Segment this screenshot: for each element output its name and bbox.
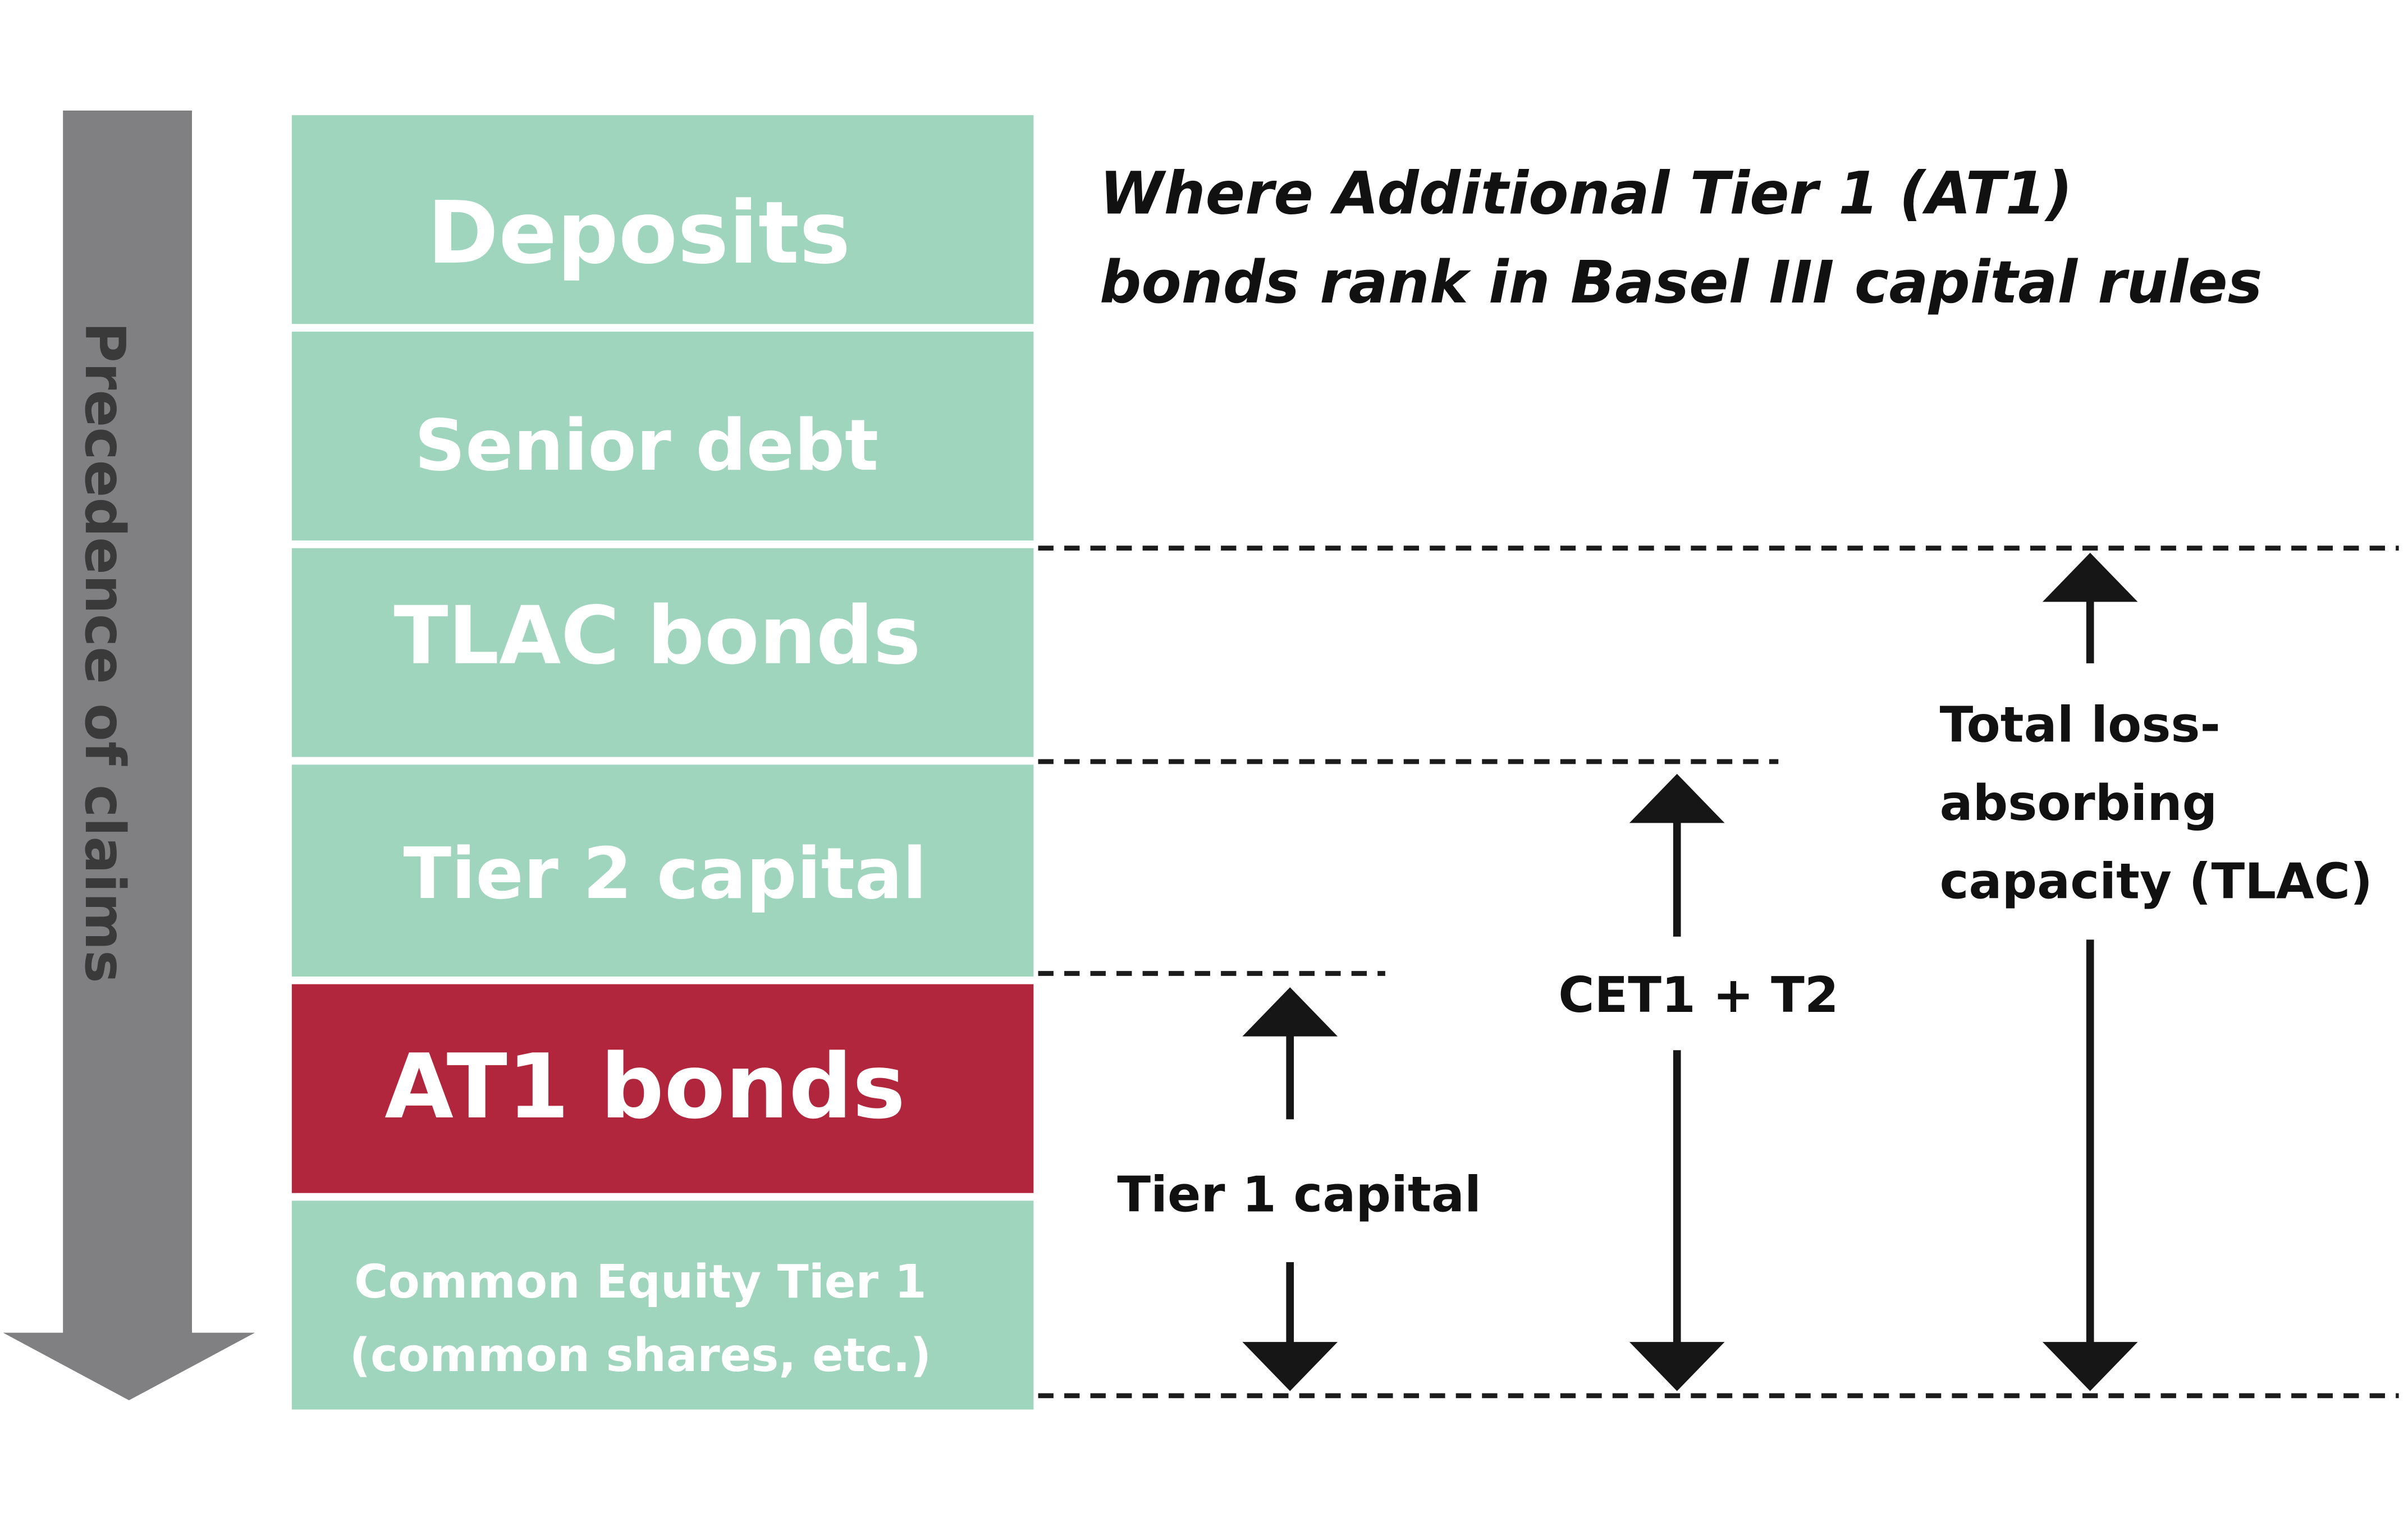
tier-cet1 <box>291 1200 1034 1410</box>
cet1-t2-up-arrowhead <box>1629 773 1725 823</box>
precedence-arrow-shaft <box>63 110 193 1336</box>
tier1-measure: Tier 1 capital <box>1117 987 1481 1391</box>
reference-lines <box>1038 546 2399 1399</box>
tier-deposits <box>291 115 1034 324</box>
tlac-label-line1: Total loss- <box>1940 696 2221 753</box>
tlac-label-line2: absorbing <box>1940 774 2218 832</box>
title-line-1: Where Additional Tier 1 (AT1) <box>1100 159 2072 227</box>
tlac-label-line3: capacity (TLAC) <box>1940 853 2373 910</box>
tier-deposits-label: Deposits <box>427 184 850 283</box>
tier-cet1-label-line1: Common Equity Tier 1 <box>354 1255 927 1309</box>
tier1-up-arrowhead <box>1242 987 1338 1037</box>
tier-tlac-bonds <box>291 548 1034 757</box>
diagram-title: Where Additional Tier 1 (AT1) bonds rank… <box>1100 159 2263 317</box>
capital-stack: Deposits Senior debt TLAC bonds Tier 2 c… <box>291 115 1034 1410</box>
precedence-arrow: Precedence of claims <box>3 110 255 1401</box>
tier-cet1-label-line2: (common shares, etc.) <box>350 1329 932 1382</box>
tlac-up-arrowhead <box>2042 552 2138 602</box>
tier-at1-bonds-label: AT1 bonds <box>384 1035 905 1139</box>
cet1-t2-down-arrowhead <box>1629 1342 1725 1391</box>
tier1-down-arrowhead <box>1242 1342 1338 1391</box>
tlac-measure: Total loss- absorbing capacity (TLAC) <box>1940 552 2373 1391</box>
tier-tier2-capital-label: Tier 2 capital <box>403 832 927 915</box>
tier-senior-debt-label: Senior debt <box>414 404 878 487</box>
title-line-2: bonds rank in Basel III capital rules <box>1100 249 2263 317</box>
tlac-down-arrowhead <box>2042 1342 2138 1391</box>
tier-tier2-capital <box>291 764 1034 977</box>
tier-senior-debt <box>291 331 1034 541</box>
precedence-arrow-head <box>3 1332 255 1401</box>
precedence-label: Precedence of claims <box>72 322 136 983</box>
tier-tlac-bonds-label: TLAC bonds <box>393 589 921 682</box>
cet1-t2-label: CET1 + T2 <box>1558 966 1839 1024</box>
tier1-label: Tier 1 capital <box>1117 1166 1481 1223</box>
cet1-t2-measure: CET1 + T2 <box>1558 773 1839 1391</box>
tier-at1-bonds <box>291 984 1034 1193</box>
